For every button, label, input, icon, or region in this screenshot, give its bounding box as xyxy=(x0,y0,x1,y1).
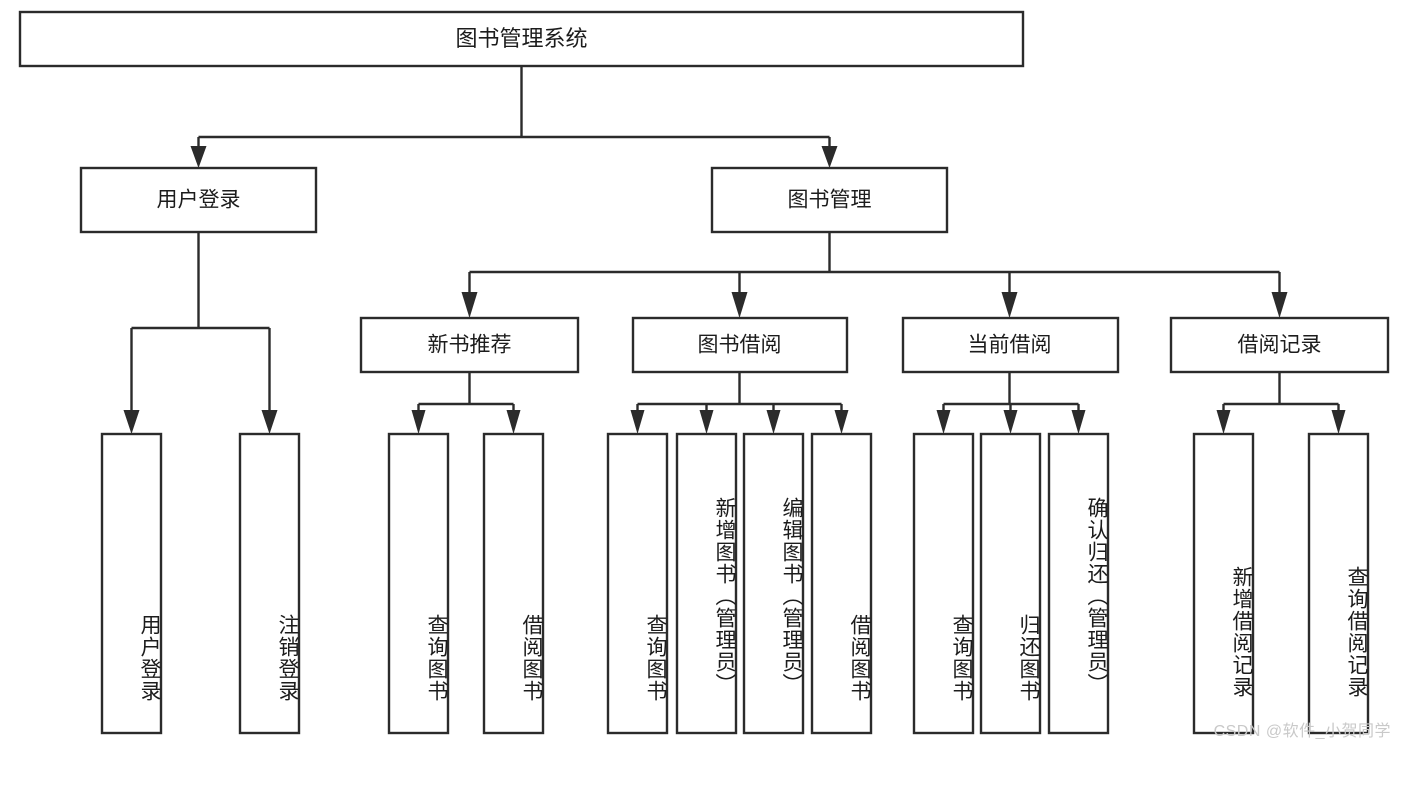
node-leaf-user-login[interactable] xyxy=(100,432,163,735)
arrow-to-leaf-borrow-book-1 xyxy=(506,410,521,434)
arrow-to-leaf-borrow-book-2 xyxy=(834,410,849,434)
node-leaf-query-book-3[interactable] xyxy=(912,432,975,735)
arrow-to-leaf-confirm-return xyxy=(1071,410,1086,434)
csdn-watermark: CSDN @软件_小贺同学 xyxy=(1213,723,1391,740)
arrow-to-borrow-record xyxy=(1271,292,1288,318)
node-current-borrow[interactable]: 当前借阅 xyxy=(901,316,1120,374)
node-book-manage-label: 图书管理 xyxy=(788,189,872,212)
node-leaf-edit-book[interactable] xyxy=(742,432,805,735)
node-new-book-rec[interactable]: 新书推荐 xyxy=(359,316,580,374)
node-leaf-logout-login[interactable] xyxy=(238,432,301,735)
diagram-canvas: 图书管理系统 用户登录 图书管理 新书推荐 图书借阅 当前 xyxy=(18,10,1391,740)
node-layer: 图书管理系统 用户登录 图书管理 新书推荐 图书借阅 当前 xyxy=(18,10,1390,735)
node-borrow-record-label: 借阅记录 xyxy=(1238,334,1322,357)
node-book-manage[interactable]: 图书管理 xyxy=(710,166,949,234)
node-borrow-record[interactable]: 借阅记录 xyxy=(1169,316,1390,374)
node-leaf-query-book-1[interactable] xyxy=(387,432,450,735)
node-root[interactable]: 图书管理系统 xyxy=(18,10,1025,68)
node-leaf-borrow-book-2[interactable] xyxy=(810,432,873,735)
node-book-borrow-label: 图书借阅 xyxy=(698,334,782,357)
connector-layer xyxy=(123,66,1346,434)
arrow-to-book-borrow xyxy=(731,292,748,318)
arrow-to-leaf-query-book-1 xyxy=(411,410,426,434)
arrow-to-leaf-add-book xyxy=(699,410,714,434)
arrow-to-leaf-add-record xyxy=(1216,410,1231,434)
node-leaf-query-book-2[interactable] xyxy=(606,432,669,735)
node-root-label: 图书管理系统 xyxy=(455,26,587,51)
hierarchy-diagram-svg: 图书管理系统 用户登录 图书管理 新书推荐 图书借阅 当前 xyxy=(18,10,1390,735)
node-leaf-add-record[interactable] xyxy=(1192,432,1255,735)
arrow-to-leaf-return-book xyxy=(1003,410,1018,434)
node-current-borrow-label: 当前借阅 xyxy=(968,334,1052,357)
arrow-to-leaf-query-book-2 xyxy=(630,410,645,434)
arrow-to-leaf-query-record xyxy=(1331,410,1346,434)
arrow-to-book-manage xyxy=(821,146,838,168)
arrow-to-new-book-rec xyxy=(461,292,478,318)
arrow-to-leaf-user-login xyxy=(123,410,140,434)
node-user-login[interactable]: 用户登录 xyxy=(79,166,318,234)
arrow-to-leaf-edit-book xyxy=(766,410,781,434)
node-book-borrow[interactable]: 图书借阅 xyxy=(631,316,849,374)
node-leaf-add-book[interactable] xyxy=(675,432,738,735)
node-new-book-rec-label: 新书推荐 xyxy=(428,334,512,357)
arrow-to-user-login xyxy=(190,146,207,168)
arrow-to-leaf-logout-login xyxy=(261,410,278,434)
node-leaf-return-book[interactable] xyxy=(979,432,1042,735)
node-leaf-confirm-return[interactable] xyxy=(1047,432,1110,735)
arrow-to-leaf-query-book-3 xyxy=(936,410,951,434)
node-leaf-borrow-book-1[interactable] xyxy=(482,432,545,735)
arrow-to-current-borrow xyxy=(1001,292,1018,318)
node-user-login-label: 用户登录 xyxy=(157,189,241,212)
node-leaf-query-record[interactable] xyxy=(1307,432,1370,735)
